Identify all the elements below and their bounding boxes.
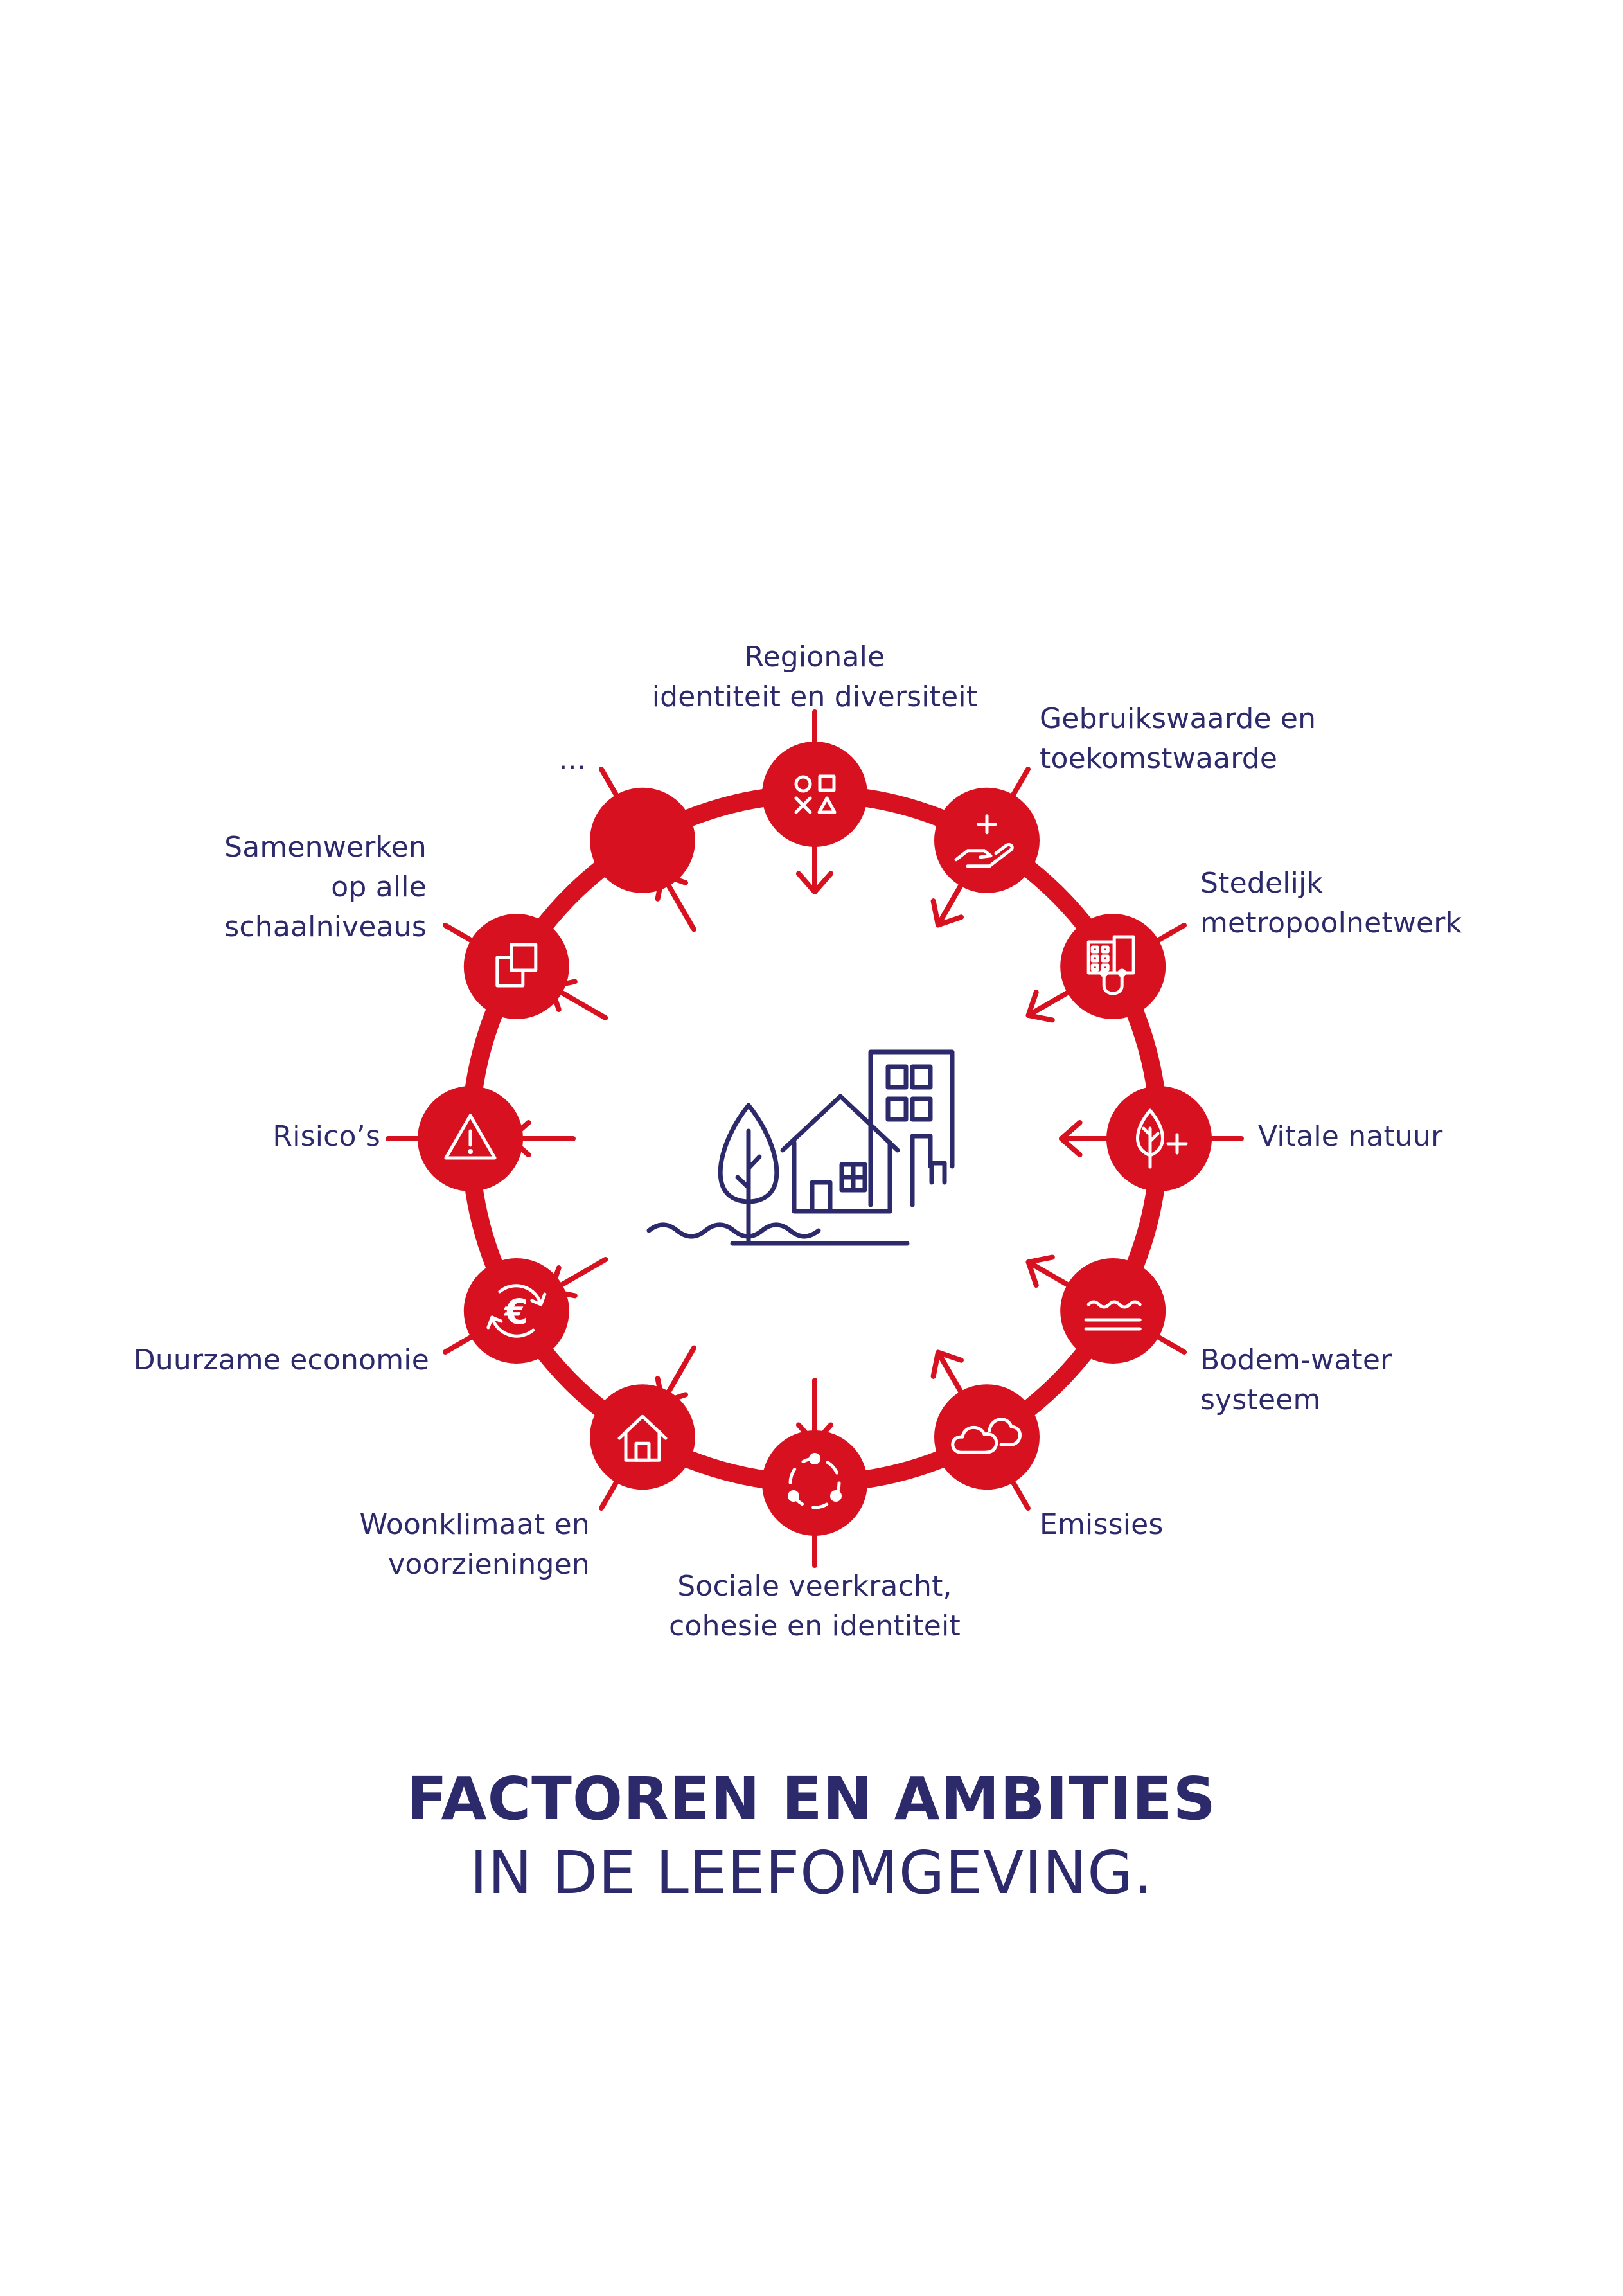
node-circle: [934, 787, 1040, 893]
node-label: Woonklimaat en voorzieningen: [359, 1508, 590, 1581]
node-circle: [762, 742, 867, 847]
node-label: Vitale natuur: [1258, 1120, 1443, 1153]
node-label: Risico’s: [272, 1120, 380, 1153]
arrow-out: [795, 1378, 834, 1446]
nodes-layer: €: [386, 709, 1244, 1568]
node-label: ...: [558, 743, 586, 776]
clouds-icon: [951, 1418, 1022, 1454]
euro-cycle-icon: €: [486, 1284, 547, 1338]
puzzle-icon: [495, 943, 538, 988]
node-label: Gebruikswaarde en toekomstwaarde: [1040, 702, 1317, 775]
node-circle: [1106, 1086, 1212, 1191]
arrow-out: [655, 872, 696, 932]
house-icon: [617, 1414, 668, 1462]
node-circle: [590, 1384, 695, 1490]
arrow-in: [1025, 986, 1077, 1023]
node-circle: [934, 1384, 1040, 1490]
arrow-in: [1059, 1119, 1117, 1158]
node-circle: [762, 1430, 867, 1536]
arrow-in: [1025, 1254, 1077, 1291]
arrow-in: [930, 1349, 967, 1401]
arrow-out: [655, 1345, 696, 1405]
node-circle: [463, 1258, 569, 1364]
arrow-out: [548, 1257, 608, 1299]
node-label: Samenwerken op alle schaalniveaus: [224, 831, 427, 943]
leaf-plus-icon: [1136, 1108, 1188, 1169]
shapes-icon: [794, 774, 837, 814]
soil-water-icon: [1084, 1300, 1142, 1331]
node-label: Emissies: [1040, 1508, 1164, 1541]
arrow-out: [508, 1119, 576, 1158]
arrow-out: [548, 979, 608, 1020]
arrow-in: [795, 837, 834, 894]
arrow-in: [930, 877, 967, 928]
hand-plus-icon: [954, 814, 1014, 868]
title-line-1: FACTOREN EN AMBITIES: [407, 1765, 1216, 1833]
node-label: Regionale identiteit en diversiteit: [652, 641, 978, 713]
node-circle: [1060, 1258, 1166, 1364]
buildings-network-icon: [1086, 935, 1135, 995]
node-circle: [463, 914, 569, 1019]
warning-icon: [444, 1114, 497, 1160]
node-label: Stedelijk metropoolnetwerk: [1200, 867, 1462, 939]
node-label: Duurzame economie: [133, 1344, 429, 1376]
node-label: Sociale veerkracht, cohesie en identitei…: [669, 1570, 961, 1642]
node-label: Bodem-water systeem: [1200, 1344, 1392, 1416]
svg-text:€: €: [503, 1292, 529, 1332]
title-line-2: IN DE LEEFOMGEVING.: [470, 1838, 1153, 1907]
people-circle-icon: [788, 1453, 842, 1509]
node-circle: [590, 787, 695, 893]
house-tree-building-water-icon: [646, 1049, 955, 1246]
